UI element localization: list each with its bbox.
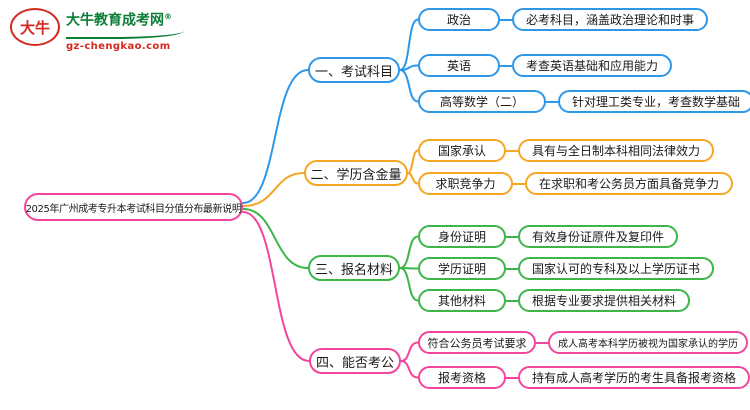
node-desc: 具有与全日制本科相同法律效力 [518,139,715,162]
branch-civil-service: 四、能否考公 [309,348,401,374]
node-label: 报考资格 [418,366,506,389]
node-desc: 持有成人高考学历的考生具备报考资格 [518,366,750,389]
node-label: 求职竞争力 [418,172,513,195]
logo-site-name: 大牛教育成考网® [66,12,172,29]
row-politics: 政治 必考科目，涵盖政治理论和时事 [418,8,709,31]
node-label: 政治 [418,8,500,31]
row-english: 英语 考查英语基础和应用能力 [418,54,673,77]
node-connector [500,64,512,67]
node-desc: 根据专业要求提供相关材料 [518,289,691,312]
row-identity-proof: 身份证明 有效身份证原件及复印件 [418,225,679,248]
row-civil-service-eligibility: 符合公务员考试要求 成人高考本科学历被视为国家承认的学历 [418,331,748,354]
node-connector [546,100,558,103]
logo-bull-icon: 大牛 [10,8,60,46]
branch-exam-subjects: 一、考试科目 [308,57,400,83]
node-connector [506,149,518,152]
node-desc: 国家认可的专科及以上学历证书 [518,257,715,280]
row-application-qualification: 报考资格 持有成人高考学历的考生具备报考资格 [418,366,750,389]
node-label: 符合公务员考试要求 [418,331,536,354]
logo-site-url: gz-chengkao.com [66,40,171,52]
branch3-connectors [242,208,419,302]
logo-text-block: 大牛教育成考网® gz-chengkao.com [66,8,184,52]
node-connector [536,341,548,344]
row-job-competitiveness: 求职竞争力 在求职和考公务员方面具备竞争力 [418,172,734,195]
row-education-proof: 学历证明 国家认可的专科及以上学历证书 [418,257,715,280]
node-desc: 成人高考本科学历被视为国家承认的学历 [548,331,748,354]
node-connector [506,299,518,302]
node-desc: 有效身份证原件及复印件 [518,225,679,248]
root-topic: 2025年广州成考专升本考试科目分值分布最新说明 [24,193,243,221]
node-connector [506,235,518,238]
row-other-materials: 其他材料 根据专业要求提供相关材料 [418,289,691,312]
branch-degree-value: 二、学历含金量 [304,160,408,186]
node-connector [500,18,512,21]
node-label: 身份证明 [418,225,506,248]
logo-reg-mark: ® [164,12,172,21]
logo-swoosh [66,31,184,39]
node-label: 学历证明 [418,257,506,280]
node-connector [513,182,525,185]
node-desc: 必考科目，涵盖政治理论和时事 [512,8,709,31]
node-label: 其他材料 [418,289,506,312]
node-connector [506,267,518,270]
row-national-recognition: 国家承认 具有与全日制本科相同法律效力 [418,139,715,162]
node-label: 国家承认 [418,139,506,162]
node-label: 高等数学（二） [418,90,546,113]
branch4-connectors [242,211,419,379]
branch1-connectors [242,18,419,204]
row-advanced-math: 高等数学（二） 针对理工类专业，考查数学基础 [418,90,750,113]
node-desc: 针对理工类专业，考查数学基础 [558,90,750,113]
logo[interactable]: 大牛 大牛教育成考网® gz-chengkao.com [10,8,184,52]
node-desc: 考查英语基础和应用能力 [512,54,673,77]
node-desc: 在求职和考公务员方面具备竞争力 [525,172,734,195]
node-label: 英语 [418,54,500,77]
branch-enrollment-materials: 三、报名材料 [308,255,400,281]
branch2-connectors [242,149,419,207]
node-connector [506,376,518,379]
